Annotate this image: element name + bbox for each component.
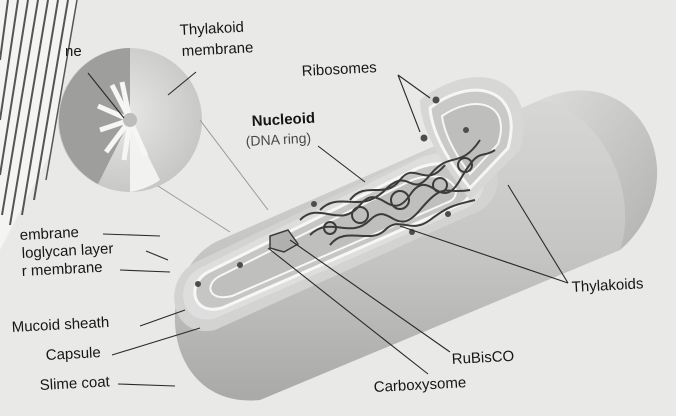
label-nucleoid: Nucleoid [251,110,315,130]
label-capsule: Capsule [45,344,101,364]
label-thylakoid-membrane-1: Thylakoid [179,19,244,39]
label-dna-ring: (DNA ring) [245,130,311,149]
label-rubisco: RuBisCO [451,348,514,368]
label-membrane-partial: embrane [19,224,79,244]
thylakoid-inset-disc [58,48,202,192]
label-cropped-ne: ne [65,43,82,60]
